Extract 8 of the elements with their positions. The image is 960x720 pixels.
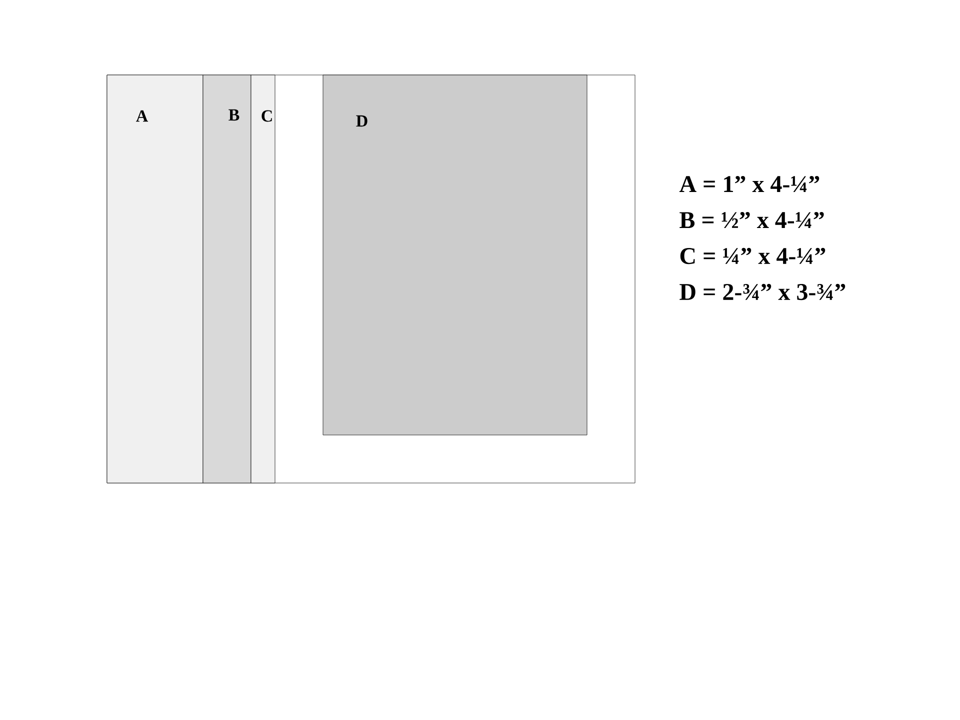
- dimension-text: A = 1” x 4-¼”: [679, 176, 820, 192]
- panel: B: [202, 74, 252, 484]
- panel: A: [106, 74, 204, 484]
- dimension-text: D = 2-¾” x 3-¾”: [680, 284, 846, 300]
- dimension-text: C = ¼” x 4-¼”: [680, 248, 826, 264]
- panel: C: [250, 74, 276, 484]
- dimension-text: B = ½” x 4-¼”: [680, 212, 824, 228]
- panel: D: [322, 74, 588, 436]
